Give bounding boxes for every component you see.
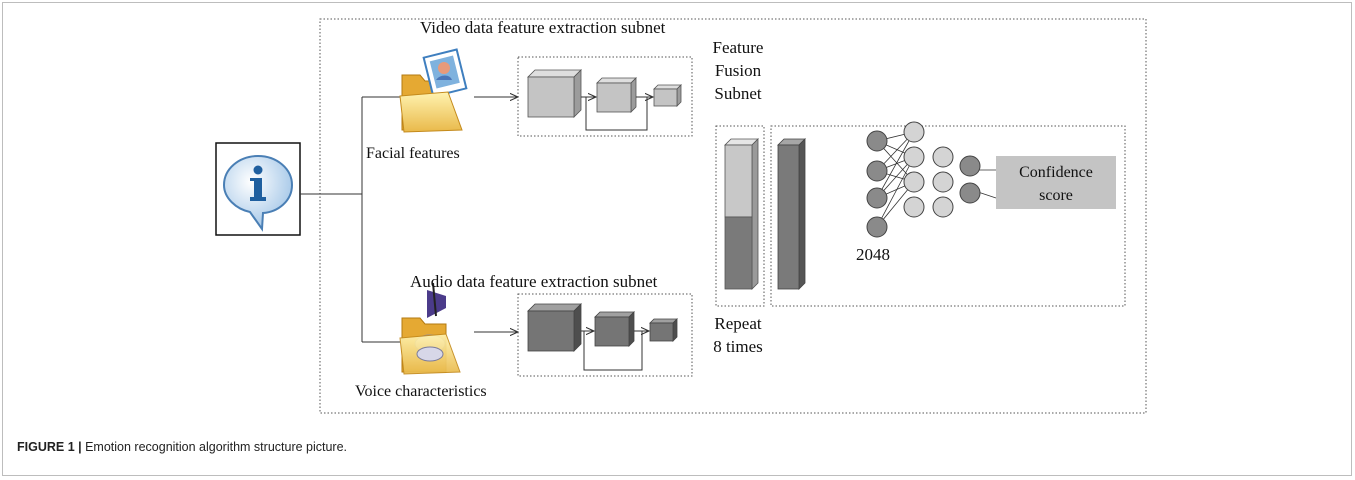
audio-layer-1	[527, 303, 582, 352]
hidden-node	[903, 171, 925, 193]
fused-audio-features	[724, 216, 753, 290]
confidence-label-line-1: Confidence	[1019, 164, 1093, 181]
hidden-node	[903, 121, 925, 143]
figure-caption-label: FIGURE 1 |	[17, 440, 82, 454]
hidden-node	[932, 196, 954, 218]
voice-characteristics-label: Voice characteristics	[355, 383, 487, 400]
fusion-title-line-3: Subnet	[714, 84, 762, 103]
video-layer-2	[596, 77, 637, 113]
figure-caption: FIGURE 1 | Emotion recognition algorithm…	[17, 440, 347, 454]
video-subnet-title: Video data feature extraction subnet	[420, 18, 666, 37]
input-layer-nodes	[866, 130, 888, 238]
output-node	[959, 155, 981, 177]
input-node	[866, 216, 888, 238]
fused-video-features	[724, 144, 753, 218]
video-layer-1	[527, 69, 582, 118]
fusion-title-line-1: Feature	[713, 38, 764, 57]
repeat-label-line-2: 8 times	[713, 337, 763, 356]
photo-folder-icon	[399, 48, 468, 133]
audio-layer-3	[649, 318, 678, 342]
output-layer-nodes	[959, 155, 981, 204]
feature-fusion-subnet	[715, 125, 765, 307]
info-bubble-icon	[215, 142, 301, 236]
confidence-score-box	[996, 156, 1116, 209]
hidden-node	[903, 146, 925, 168]
classifier-subnet: Confidence score 2048	[770, 121, 1126, 307]
input-node	[866, 130, 888, 152]
hidden-node	[932, 171, 954, 193]
output-node	[959, 182, 981, 204]
repeat-label-line-1: Repeat	[714, 314, 761, 333]
audio-layer-2	[594, 311, 635, 347]
fusion-title-line-2: Fusion	[715, 61, 762, 80]
hidden-layer-1-nodes	[903, 121, 925, 218]
input-node	[866, 187, 888, 209]
system-container	[319, 18, 1147, 414]
hidden-layer-2-nodes	[932, 146, 954, 218]
hidden-node	[932, 146, 954, 168]
audio-subnet	[517, 293, 693, 377]
layer-size-label: 2048	[856, 245, 890, 264]
confidence-label-line-2: score	[1039, 187, 1073, 204]
facial-features-label: Facial features	[366, 145, 460, 162]
hidden-node	[903, 196, 925, 218]
video-layer-3	[653, 84, 682, 107]
figure-caption-text: Emotion recognition algorithm structure …	[81, 440, 348, 454]
audio-folder-icon	[399, 282, 461, 375]
input-node	[866, 160, 888, 182]
audio-subnet-title: Audio data feature extraction subnet	[410, 272, 658, 291]
fused-feature-vector	[777, 138, 806, 290]
input-branch-connector	[300, 96, 400, 343]
video-subnet	[517, 56, 693, 137]
